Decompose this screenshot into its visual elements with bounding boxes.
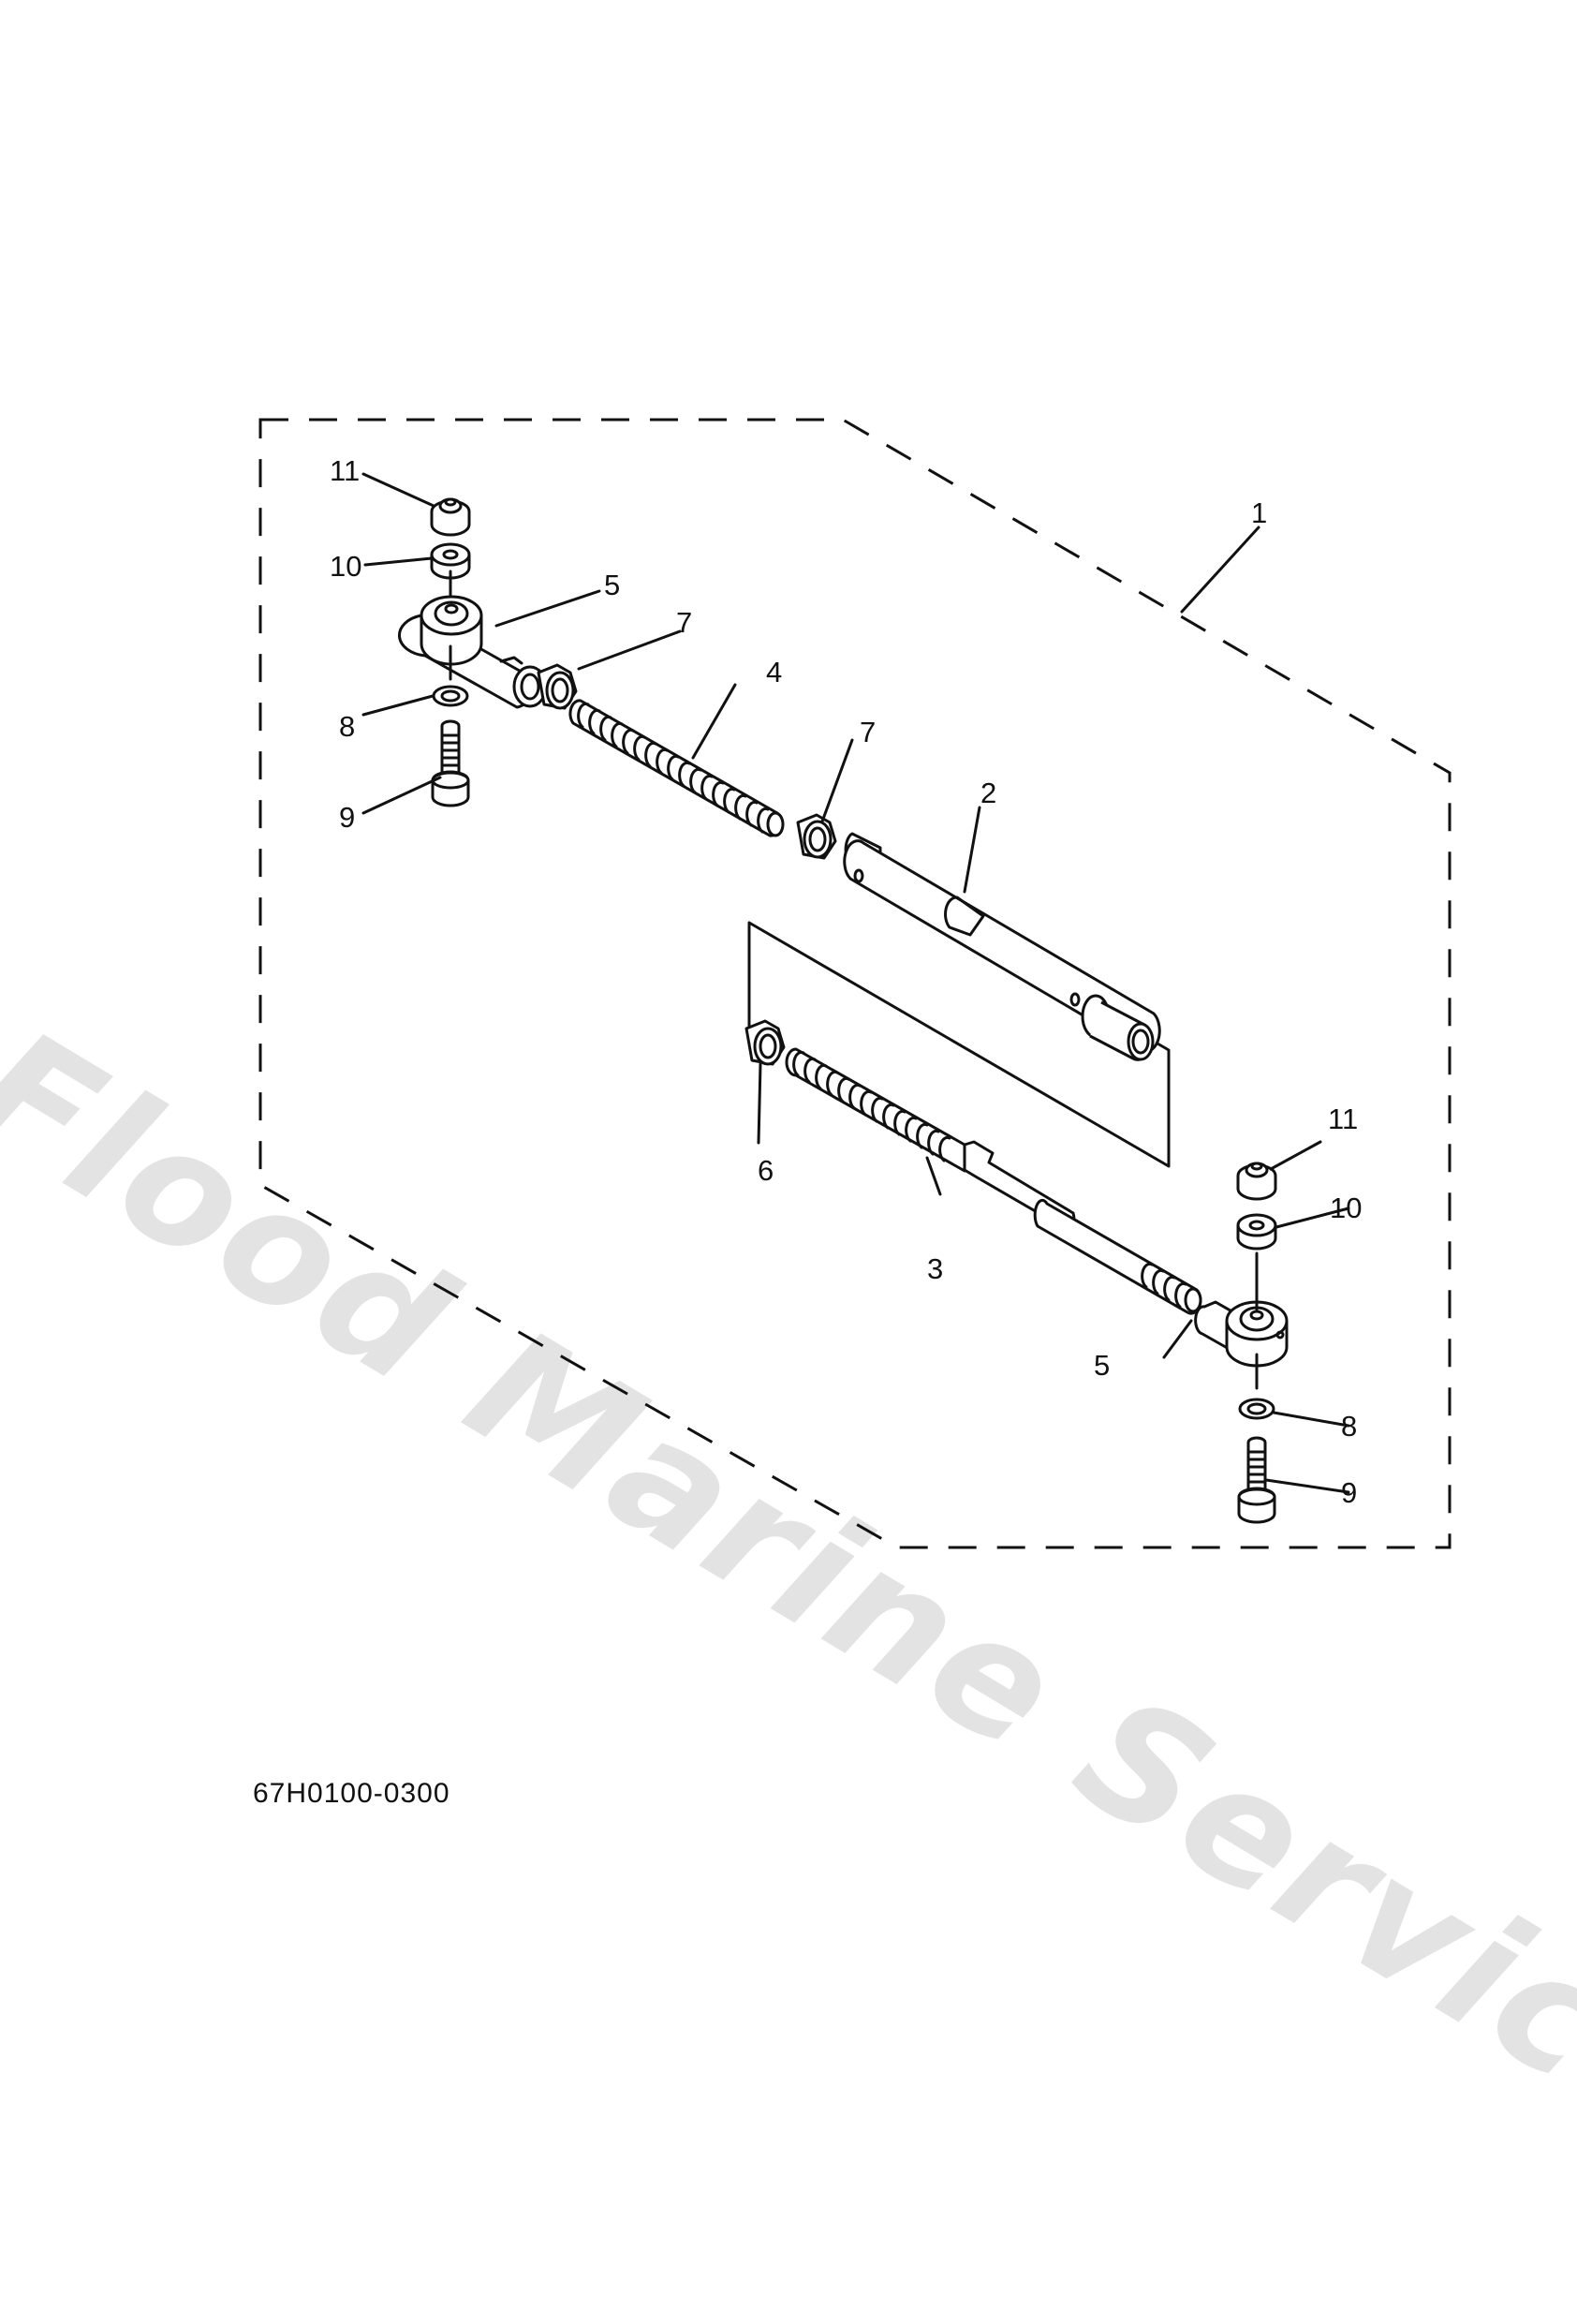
- callout-10-lower: 10: [1330, 1192, 1362, 1224]
- callout-11-upper: 11: [330, 454, 360, 487]
- long-threaded-rod-icon: [785, 1047, 1202, 1315]
- spacer-lower-icon: [1236, 1213, 1277, 1251]
- assembly-boundary: [258, 418, 1452, 1549]
- callout-2: 2: [980, 777, 996, 809]
- leader-lines: [361, 472, 1350, 1494]
- bolt-upper-icon: [431, 719, 470, 807]
- nut-lower-icon: [744, 1019, 786, 1066]
- washer-upper-icon: [432, 685, 469, 707]
- locknut-upper-icon: [430, 497, 471, 537]
- callout-10-upper: 10: [330, 550, 361, 583]
- callout-7-left: 7: [676, 606, 692, 639]
- callout-9-lower: 9: [1341, 1476, 1357, 1509]
- reference-code: 67H0100-0300: [253, 1778, 450, 1809]
- callout-5-upper: 5: [604, 569, 620, 601]
- callout-6: 6: [758, 1154, 774, 1187]
- rod-end-lower-icon: [1194, 1300, 1289, 1368]
- callout-1: 1: [1251, 496, 1267, 529]
- bolt-lower-icon: [1237, 1436, 1276, 1524]
- callout-8-lower: 8: [1341, 1410, 1357, 1443]
- rod-end-upper-icon: [397, 595, 548, 709]
- callout-4: 4: [766, 656, 782, 688]
- locknut-lower-icon: [1236, 1162, 1277, 1201]
- callout-8-upper: 8: [339, 710, 355, 743]
- callout-11-lower: 11: [1328, 1103, 1358, 1135]
- threaded-rod-icon: [568, 699, 785, 837]
- nut-upper-left-icon: [537, 663, 578, 710]
- callout-5-lower: 5: [1094, 1349, 1110, 1382]
- adjuster-sleeve-icon: [843, 832, 1161, 1061]
- callout-3: 3: [927, 1252, 943, 1285]
- callout-7-right: 7: [860, 716, 876, 748]
- callout-9-upper: 9: [339, 801, 355, 834]
- nut-upper-right-icon: [796, 813, 837, 860]
- washer-lower-icon: [1238, 1398, 1275, 1420]
